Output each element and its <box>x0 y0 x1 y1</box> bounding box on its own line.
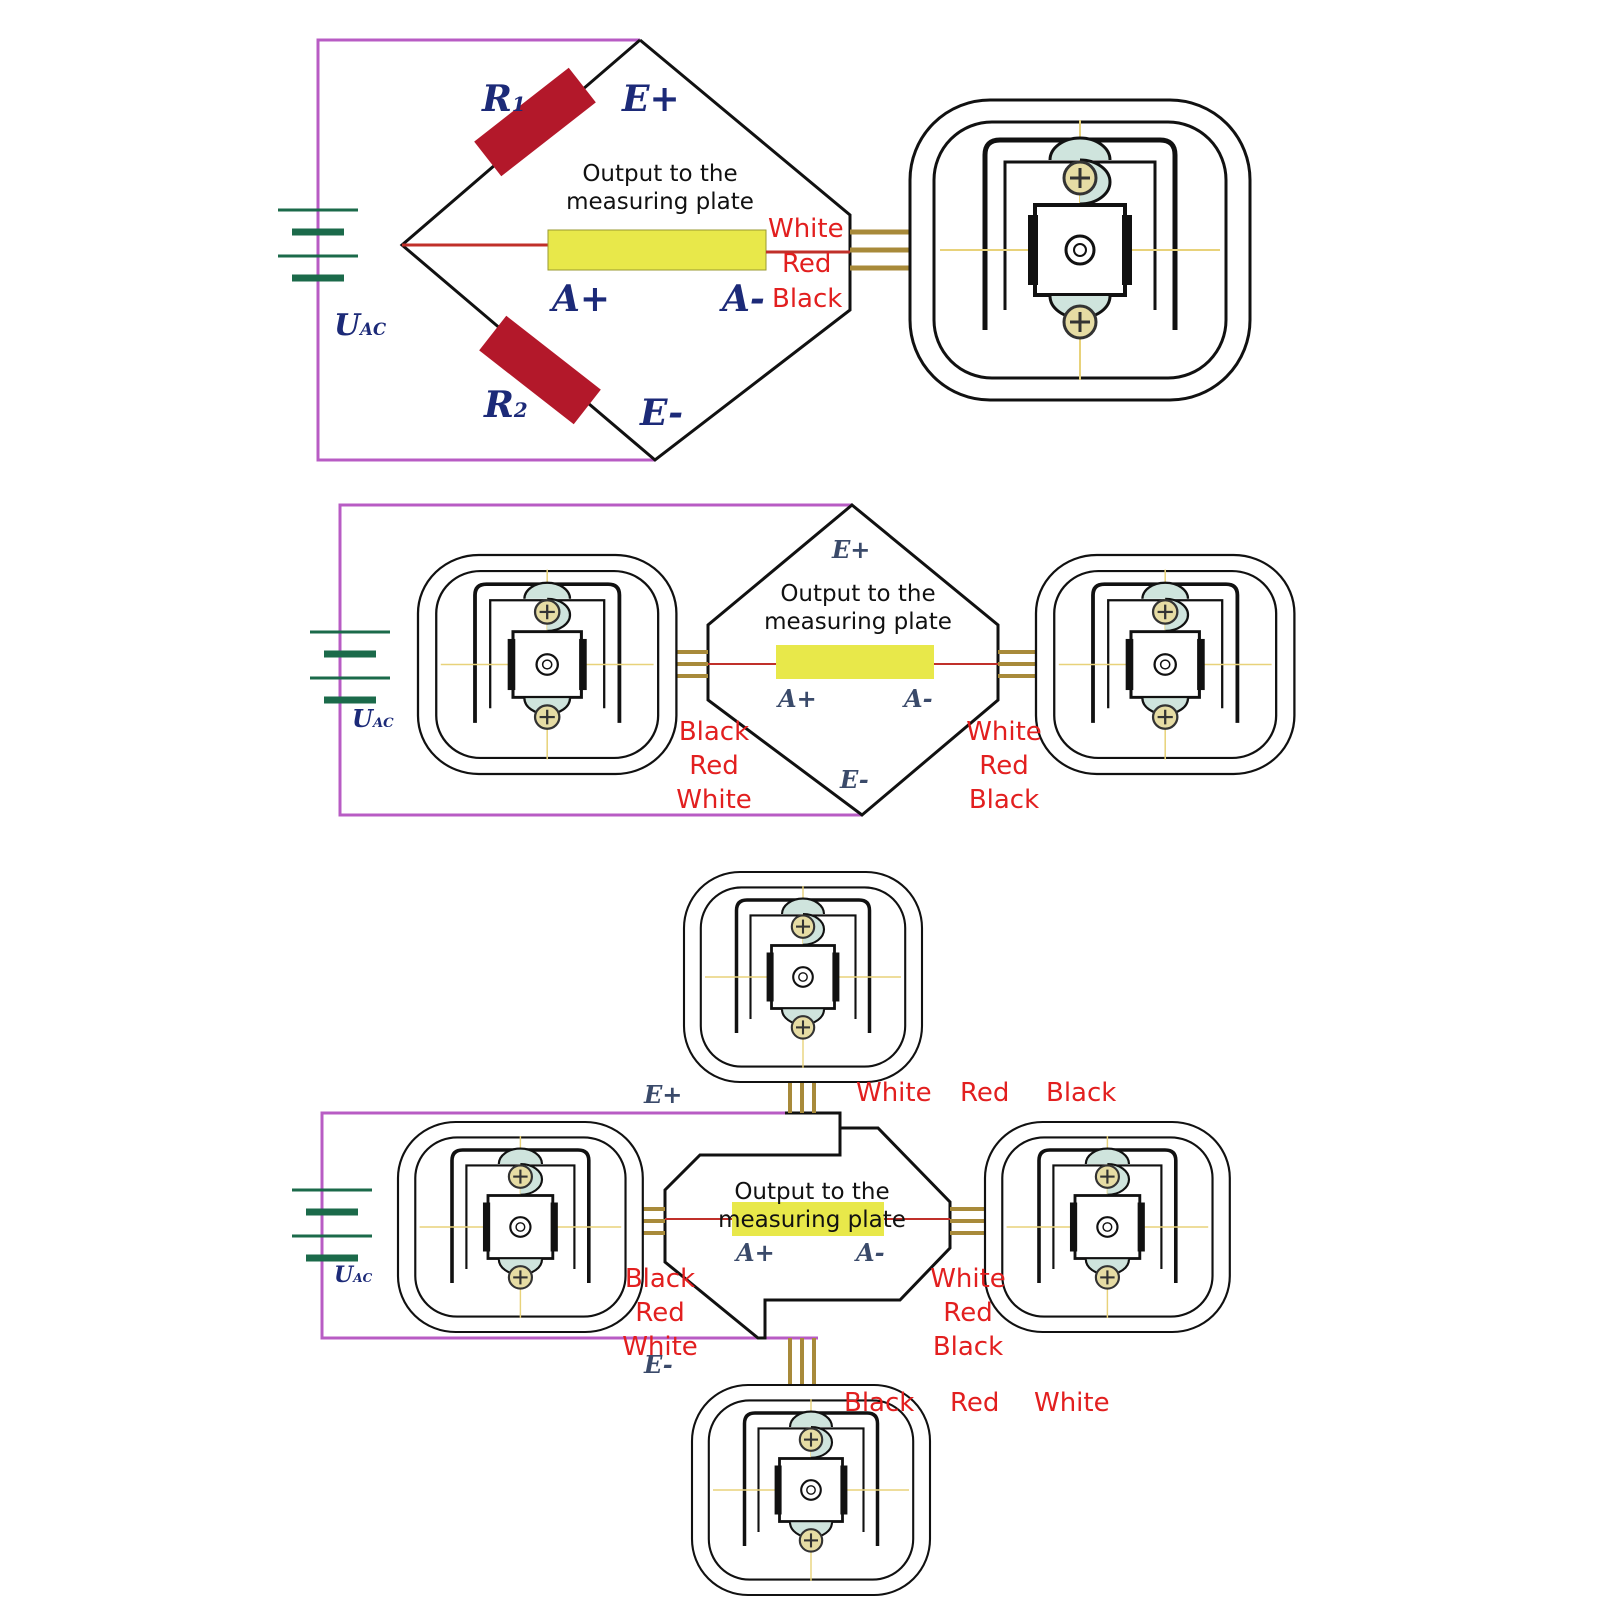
diagram-1-bridge <box>278 38 1250 462</box>
a-minus-label: A- <box>904 684 933 713</box>
bottom-wire-label-white: White <box>1034 1388 1110 1418</box>
diagram-3-full-bridge <box>292 870 1232 1597</box>
a-plus-label: A+ <box>736 1238 775 1267</box>
bottom-wire-label-black: Black <box>844 1388 915 1418</box>
e-minus-label: E- <box>644 1350 673 1379</box>
purple-supply-wire <box>320 1111 818 1340</box>
top-wire-label-white: White <box>856 1078 932 1108</box>
resistor-r2 <box>479 315 601 425</box>
load-cell-icon <box>910 100 1250 400</box>
e-minus-label: E- <box>840 765 869 794</box>
bridge-outline <box>399 38 852 462</box>
a-minus-label: A- <box>722 278 765 320</box>
output-plate <box>732 1202 884 1236</box>
uac-label: UAC <box>334 1262 373 1288</box>
output-plate <box>776 645 934 679</box>
purple-supply-wire <box>338 503 862 817</box>
bottom-wire-label-red: Red <box>950 1388 1000 1418</box>
top-wire-label-black: Black <box>1046 1078 1117 1108</box>
e-minus-label: E- <box>640 392 684 434</box>
left-load-cell-icon <box>416 553 679 776</box>
purple-supply-wire <box>316 38 655 462</box>
uac-label: UAC <box>352 704 394 733</box>
right-load-cell-icon <box>1034 553 1297 776</box>
r1-label: R1 <box>482 78 526 120</box>
a-plus-label: A+ <box>552 278 611 320</box>
top-wire-label-red: Red <box>960 1078 1010 1108</box>
e-plus-label: E+ <box>644 1080 683 1109</box>
wire-label-black: Black <box>772 284 843 314</box>
right-load-cell-icon <box>983 1120 1232 1334</box>
uac-label: UAC <box>334 308 387 343</box>
r2-label: R2 <box>484 384 528 426</box>
battery-icon <box>292 1190 372 1258</box>
wire-label-red: Red <box>782 249 832 279</box>
output-plate <box>547 229 767 271</box>
resistor-r1 <box>474 67 596 177</box>
left-load-cell-icon <box>396 1120 645 1334</box>
e-plus-label: E+ <box>832 535 871 564</box>
a-minus-label: A- <box>856 1238 885 1267</box>
a-plus-label: A+ <box>778 684 817 713</box>
e-plus-label: E+ <box>622 78 680 120</box>
battery-icon <box>310 632 390 700</box>
wire-label-white: White <box>768 214 844 244</box>
diagram-2-half-bridge <box>310 503 1297 817</box>
top-load-cell-icon <box>682 870 924 1084</box>
